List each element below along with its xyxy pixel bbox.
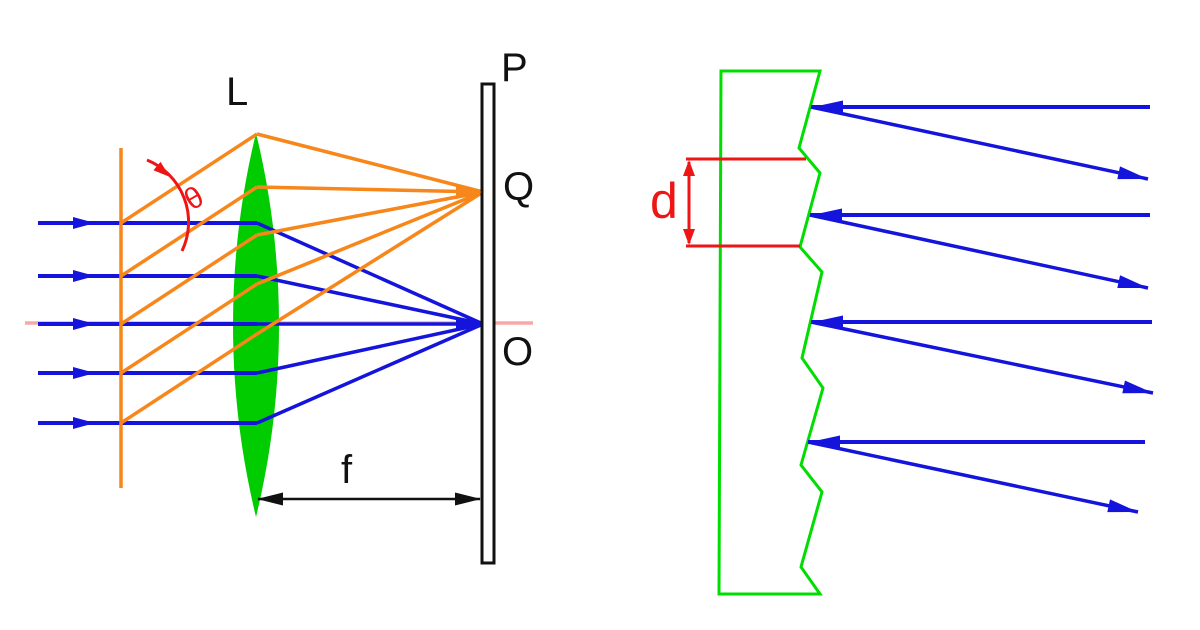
- incident-rays: [38, 217, 257, 429]
- dimension-arrowhead-icon: [683, 229, 695, 245]
- ray-arrowhead-icon: [73, 270, 95, 282]
- diffracted-ray: [120, 332, 258, 425]
- ray-arrowhead-icon: [813, 315, 843, 329]
- dimension-arrowhead-icon: [683, 160, 695, 176]
- converging-ray: [256, 190, 484, 336]
- diffracted-ray: [120, 233, 258, 326]
- facet-rays: [807, 100, 1154, 514]
- groove-spacing-label: d: [650, 173, 678, 229]
- ray-arrowhead-icon: [813, 100, 843, 114]
- refracted-ray: [256, 322, 484, 375]
- refracted-ray: [256, 221, 484, 326]
- screen-label: P: [501, 46, 528, 90]
- ray-arrowhead-icon: [73, 417, 95, 429]
- ray-arrowhead-icon: [810, 435, 840, 449]
- converging-ray: [256, 190, 484, 237]
- reflected-ray: [809, 213, 1149, 290]
- angle-arc-arrowhead-icon: [153, 161, 170, 177]
- lens-focusing-diagram: [25, 82, 533, 565]
- reflected-ray: [810, 105, 1149, 181]
- ray-arrowhead-icon: [73, 367, 95, 379]
- ray-arrowhead-icon: [1122, 380, 1153, 394]
- reflected-ray: [807, 440, 1139, 514]
- diffracted-ray: [120, 132, 258, 225]
- focal-length-dimension: [257, 492, 481, 506]
- converging-ray: [256, 185, 484, 194]
- q-focus-label: Q: [503, 165, 535, 209]
- refracted-ray: [256, 322, 484, 425]
- focal-length-label: f: [341, 448, 353, 492]
- refracted-rays-to-O: [256, 221, 484, 425]
- dimension-arrowhead-icon: [257, 492, 283, 506]
- ray-arrowhead-icon: [1117, 275, 1148, 289]
- ray-arrowhead-icon: [1107, 499, 1138, 513]
- groove-spacing-dimension: [683, 157, 806, 248]
- ray-arrowhead-icon: [73, 318, 95, 330]
- refracted-ray: [256, 274, 484, 326]
- Q-focus-arrowhead-icon: [456, 185, 482, 199]
- diffracted-rays-to-Q: [256, 132, 484, 336]
- angle-annotation: [146, 158, 191, 252]
- blazed-grating-diagram: [683, 69, 1154, 596]
- ray-arrowhead-icon: [1117, 166, 1148, 180]
- O-focus-arrowhead-icon: [456, 317, 482, 331]
- ray-arrowhead-icon: [73, 217, 95, 229]
- o-focus-label: O: [502, 330, 534, 374]
- converging-ray: [256, 132, 484, 194]
- ray-arrowhead-icon: [812, 208, 842, 222]
- lens-label: L: [226, 70, 249, 114]
- reflected-ray: [810, 320, 1154, 395]
- converging-ray: [256, 190, 484, 286]
- diffracted-rays: [120, 132, 258, 425]
- focal-plane-screen: [480, 82, 496, 565]
- diffracted-ray: [120, 282, 258, 375]
- blazed-grating-outline: [717, 69, 825, 596]
- dimension-arrowhead-icon: [455, 492, 481, 506]
